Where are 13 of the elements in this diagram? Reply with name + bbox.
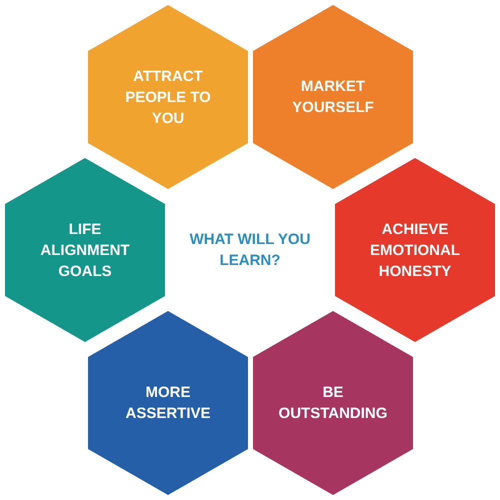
hexagon-label: MORE ASSERTIVE bbox=[124, 383, 212, 424]
hexagon bbox=[335, 158, 495, 342]
hexagon-label: ACHIEVE EMOTIONAL HONESTY bbox=[369, 220, 461, 282]
hexagon bbox=[5, 158, 165, 342]
hexagon bbox=[88, 311, 248, 495]
hexagon bbox=[88, 5, 248, 189]
hexagon-label: BE OUTSTANDING bbox=[278, 383, 388, 424]
hexagon bbox=[253, 5, 413, 189]
hexagon-label: ATTRACT PEOPLE TO YOU bbox=[124, 66, 212, 128]
hexagon-label: LIFE ALIGNMENT GOALS bbox=[39, 220, 131, 282]
center-title: WHAT WILL YOU LEARN? bbox=[188, 230, 312, 271]
hexagon bbox=[253, 311, 413, 495]
hexagon-label: MARKET YOURSELF bbox=[291, 77, 375, 118]
